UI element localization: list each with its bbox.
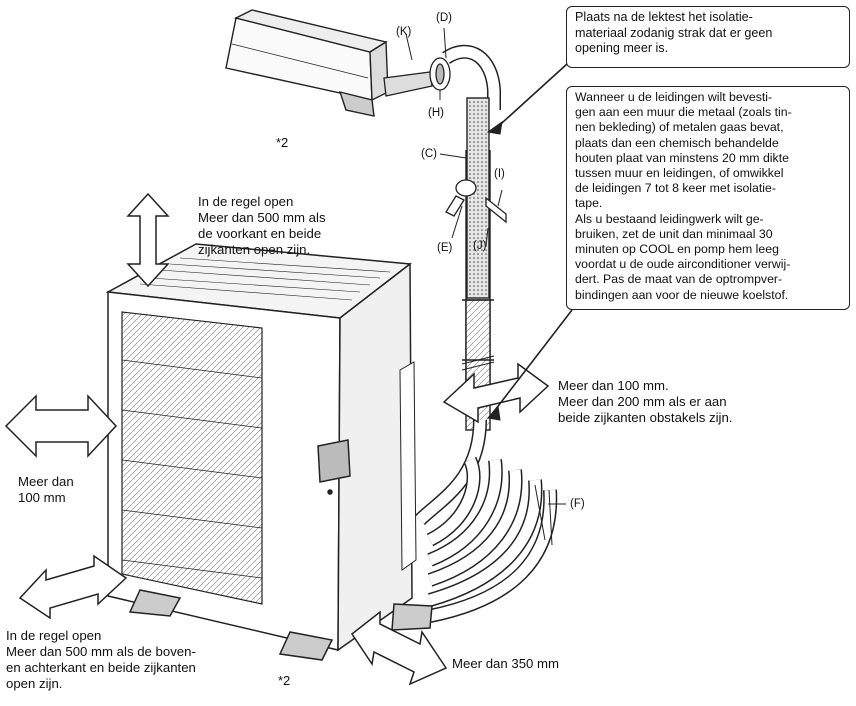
clearance-top-line-2: Meer dan 500 mm als xyxy=(198,210,326,225)
label-h: (H) xyxy=(428,107,444,119)
instruction-line-11: minuten op COOL en pomp hem leeg xyxy=(575,242,779,257)
clearance-right-line-2: Meer dan 200 mm als er aan xyxy=(558,394,727,409)
clearance-left-line-2: 100 mm xyxy=(18,490,66,505)
instruction-line-8: tape. xyxy=(575,196,603,211)
indoor-pipe-connection xyxy=(383,57,451,97)
instruction-line-5: houten plaat van minstens 20 mm dikte xyxy=(575,150,789,165)
instruction-line-3: nen bekleding) of metalen gaas bevat, xyxy=(575,120,784,135)
label-c: (C) xyxy=(421,148,437,160)
label-e: (E) xyxy=(437,242,453,254)
pipe-clamp xyxy=(445,179,507,224)
clearance-bottom-left-line-1: In de regel open xyxy=(6,628,102,643)
instruction-line-6: tussen muur en leidingen, of omwikkel xyxy=(575,166,784,181)
pipe-bundle xyxy=(415,419,558,623)
instruction-line-1: Wanneer u de leidingen wilt bevesti- xyxy=(575,90,773,104)
outdoor-unit xyxy=(105,243,433,661)
instruction-line-14: bindingen aan voor de nieuwe koelstof. xyxy=(575,287,789,302)
leader-lines xyxy=(405,27,579,505)
note-2-bottom: *2 xyxy=(278,673,291,688)
clearance-top-line-1: In de regel open xyxy=(198,194,294,209)
isolation-note-line-2: materiaal zodanig strak dat er geen xyxy=(575,25,773,40)
clearance-bottom-left-line-2: Meer dan 500 mm als de boven- xyxy=(6,644,196,659)
isolation-note-box: Plaats na de lektest het isolatie- mater… xyxy=(566,6,850,68)
clearance-bottom-right-text: Meer dan 350 mm xyxy=(452,656,560,671)
label-i: (I) xyxy=(494,168,505,180)
clearance-right-line-3: beide zijkanten obstakels zijn. xyxy=(558,410,733,425)
label-f: (F) xyxy=(570,498,585,510)
label-d: (D) xyxy=(436,12,452,24)
instruction-line-4: plaats dan een chemisch behandelde xyxy=(575,135,779,150)
clearance-arrows xyxy=(4,192,550,686)
instruction-line-12: voordat u de oude airconditioner verwij- xyxy=(575,257,791,272)
label-j: (J) xyxy=(473,240,487,252)
clearance-bottom-left-line-4: open zijn. xyxy=(6,676,63,691)
instruction-line-7: de leidingen 7 tot 8 keer met isolatie- xyxy=(575,181,776,196)
clearance-bottom-left-line-3: en achterkant en beide zijkanten xyxy=(6,660,196,675)
piping-instructions-box: Wanneer u de leidingen wilt bevesti- gen… xyxy=(566,86,850,310)
clearance-left-line-1: Meer dan xyxy=(18,474,74,489)
instruction-line-9: Als u bestaand leidingwerk wilt ge- xyxy=(575,211,764,226)
clearance-right-line-1: Meer dan 100 mm. xyxy=(558,378,669,393)
instruction-line-10: bruiken, zet de unit dan minimaal 30 xyxy=(575,226,773,241)
instruction-line-13: dert. Pas de maat van de optrompver- xyxy=(575,272,783,287)
note-2-top: *2 xyxy=(276,135,289,150)
isolation-note-line-1: Plaats na de lektest het isolatie- xyxy=(575,10,753,24)
clearance-top-line-4: zijkanten open zijn. xyxy=(198,242,311,257)
label-k: (K) xyxy=(396,26,412,38)
instruction-line-2: gen aan een muur die metaal (zoals tin- xyxy=(575,105,792,120)
isolation-note-line-3: opening meer is. xyxy=(575,41,669,56)
indoor-unit xyxy=(225,9,389,117)
clearance-top-line-3: de voorkant en beide xyxy=(198,226,322,241)
